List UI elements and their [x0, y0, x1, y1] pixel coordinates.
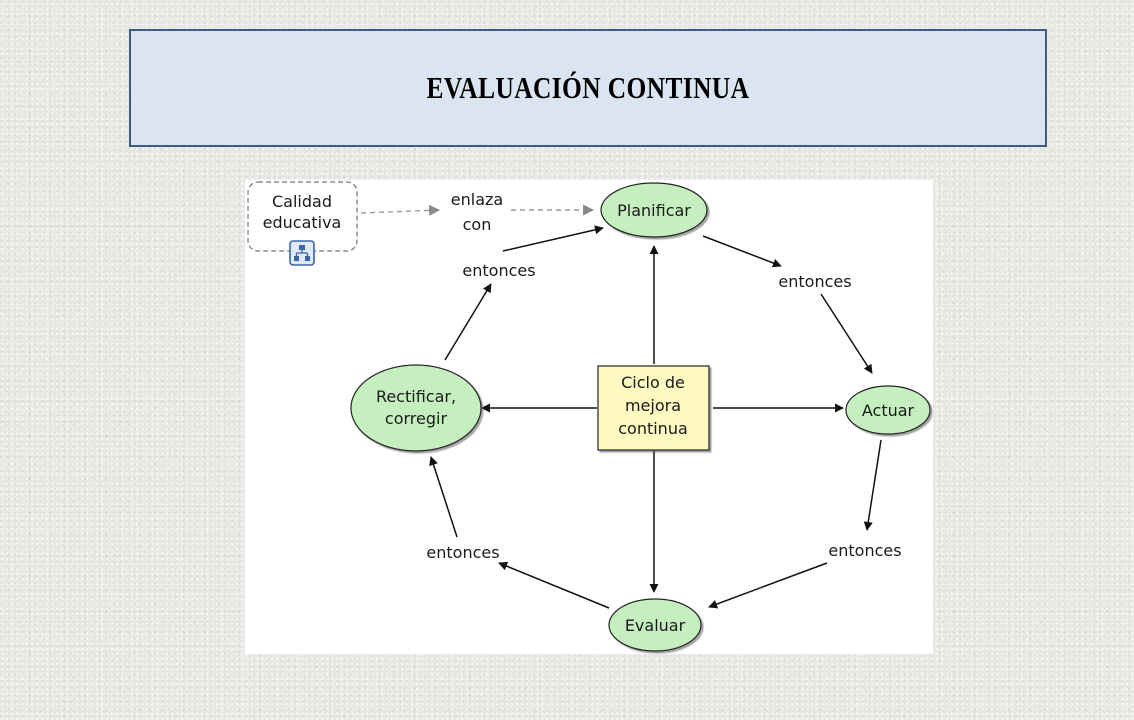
external-concept-label-line-1: Calidad [272, 192, 332, 211]
node-evaluar[interactable]: Evaluar [608, 598, 702, 652]
node-rectificar-label-line-1: Rectificar, [376, 387, 456, 406]
node-ciclo-de-mejora-continua[interactable]: Ciclo de mejora continua [597, 365, 710, 451]
node-center-label-line-3: continua [618, 419, 688, 438]
node-evaluar-label: Evaluar [625, 616, 686, 635]
external-concept-label-line-2: educativa [263, 213, 342, 232]
arrow-entonces-to-planificar [502, 225, 604, 252]
arrow-entonces-to-rectificar [429, 456, 458, 538]
concept-map-canvas: Calidad educativa enlaza con [247, 181, 931, 652]
node-actuar-label: Actuar [862, 401, 915, 420]
node-actuar[interactable]: Actuar [845, 385, 931, 435]
link-label-entonces-4: entonces [426, 543, 499, 562]
arrow-rectificar-to-entonces [444, 283, 492, 361]
node-rectificar-corregir[interactable]: Rectificar, corregir [350, 364, 482, 452]
node-center-label-line-2: mejora [625, 396, 681, 415]
concept-map-diagram: Calidad educativa enlaza con [245, 180, 933, 654]
arrow-planificar-to-entonces [702, 235, 782, 268]
external-concept-calidad-educativa[interactable]: Calidad educativa [247, 181, 358, 252]
title-banner: EVALUACIÓN CONTINUA [129, 29, 1047, 147]
dashed-arrow-1 [360, 204, 441, 216]
arrow-evaluar-to-entonces [498, 561, 610, 609]
arrow-entonces-to-actuar [820, 293, 873, 374]
link-label-enlaza-line-1: enlaza [451, 190, 503, 209]
page-title: EVALUACIÓN CONTINUA [426, 70, 750, 105]
arrow-entonces-to-evaluar [708, 562, 828, 609]
arrow-actuar-to-entonces [863, 439, 882, 531]
link-label-enlaza-line-2: con [463, 215, 492, 234]
node-planificar-label: Planificar [617, 201, 691, 220]
link-label-entonces-3: entonces [828, 541, 901, 560]
node-rectificar-label-line-2: corregir [385, 409, 448, 428]
link-label-entonces-1: entonces [462, 261, 535, 280]
link-label-entonces-2: entonces [778, 272, 851, 291]
concept-map-link-icon[interactable] [289, 240, 315, 266]
node-center-label-line-1: Ciclo de [621, 373, 685, 392]
node-planificar[interactable]: Planificar [600, 182, 708, 238]
